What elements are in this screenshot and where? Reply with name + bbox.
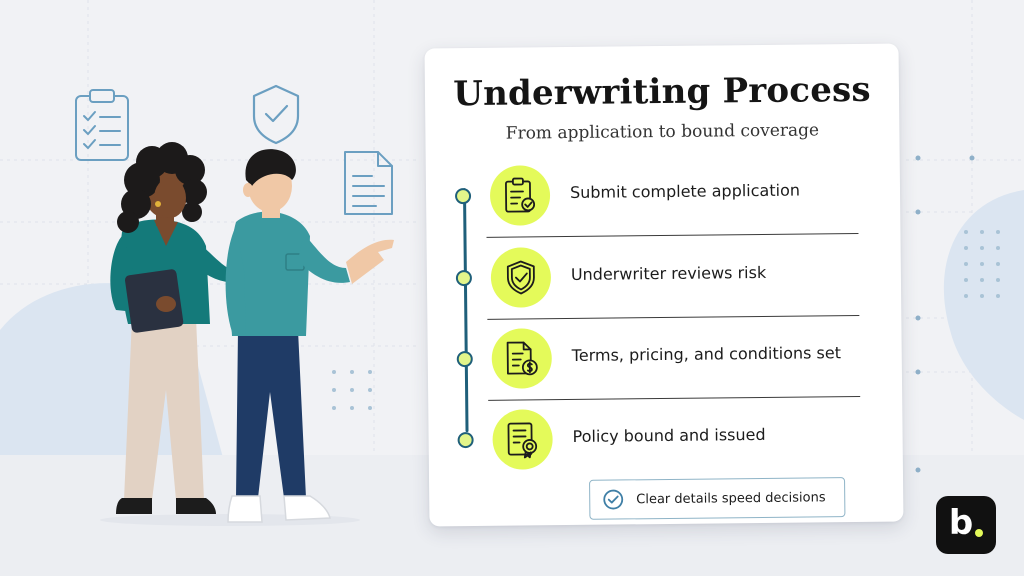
step-icon-badge	[490, 247, 552, 308]
floating-document-icon	[344, 151, 393, 215]
brand-logo: b	[936, 496, 996, 554]
step-divider	[487, 314, 860, 320]
people-illustration	[75, 84, 394, 526]
document-dollar-icon	[506, 341, 538, 376]
process-step: Terms, pricing, and conditions set	[428, 328, 903, 432]
step-divider	[488, 395, 861, 401]
step-icon-badge	[492, 409, 553, 470]
step-label: Submit complete application	[569, 180, 801, 202]
timeline-dot	[454, 188, 472, 205]
card-subtitle: From application to bound coverage	[505, 120, 820, 144]
step-icon-badge	[491, 328, 553, 389]
tip-callout: Clear details speed decisions	[589, 477, 846, 520]
tip-text: Clear details speed decisions	[636, 489, 826, 507]
floating-clipboard-icon	[75, 89, 129, 161]
blob-shape-right	[943, 190, 1024, 420]
step-label: Terms, pricing, and conditions set	[571, 343, 842, 365]
step-icon-badge	[489, 165, 551, 226]
timeline-dot	[456, 351, 473, 368]
step-label: Underwriter reviews risk	[570, 262, 767, 284]
process-step: Submit complete application	[426, 165, 901, 269]
man-figure	[225, 149, 394, 523]
timeline-dot	[457, 432, 474, 449]
timeline-dot	[455, 270, 473, 287]
process-card: Underwriting Process From application to…	[424, 43, 904, 527]
process-step: Policy bound and issued	[429, 409, 904, 513]
card-title: Underwriting Process	[453, 69, 871, 115]
brand-dot	[975, 529, 984, 537]
floating-shield-icon	[252, 84, 300, 145]
woman-figure	[110, 142, 264, 514]
step-label: Policy bound and issued	[572, 424, 766, 446]
certificate-icon	[507, 422, 538, 459]
shield-check-icon	[506, 260, 535, 295]
step-divider	[486, 232, 859, 238]
clipboard-check-icon	[505, 177, 536, 213]
check-circle-icon	[602, 488, 624, 510]
brand-letter: b	[948, 503, 974, 543]
process-step: Underwriter reviews risk	[427, 247, 902, 351]
